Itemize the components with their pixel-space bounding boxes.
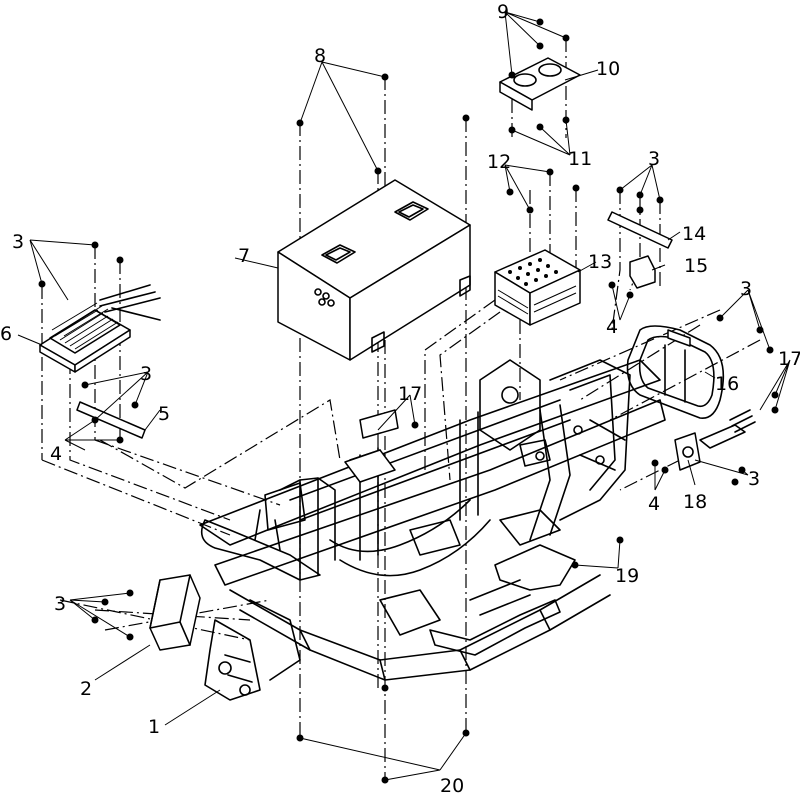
- callout-14: 14: [682, 223, 706, 245]
- part-15: [629, 255, 656, 289]
- callout-17-center: 17: [398, 383, 422, 405]
- callout-5: 5: [158, 403, 170, 425]
- vehicle-frame: [199, 359, 666, 701]
- callout-3-lower-right: 3: [748, 468, 760, 490]
- callout-19: 19: [615, 565, 639, 587]
- battery-box: [277, 179, 471, 361]
- callout-15: 15: [684, 255, 708, 277]
- callout-13: 13: [588, 251, 612, 273]
- leader-lines: [17, 11, 791, 781]
- callout-6: 6: [0, 323, 12, 345]
- callout-4-mid-right: 4: [606, 316, 618, 338]
- callout-3-left: 3: [140, 363, 152, 385]
- callout-7: 7: [238, 245, 250, 267]
- callout-3-bottom-left: 3: [54, 593, 66, 615]
- part-18: [674, 409, 756, 471]
- charger-unit: [39, 284, 161, 373]
- callout-3-top-left: 3: [12, 231, 24, 253]
- bracket-14: [607, 211, 673, 249]
- controller-module: [494, 249, 581, 326]
- bracket-5: [76, 401, 146, 439]
- callout-3-top-right: 3: [648, 148, 660, 170]
- callout-11: 11: [568, 148, 592, 170]
- part-16: [626, 325, 725, 419]
- callout-10: 10: [596, 58, 620, 80]
- callout-12: 12: [487, 151, 511, 173]
- callout-1: 1: [148, 716, 160, 738]
- callout-3-right: 3: [740, 278, 752, 300]
- callout-2: 2: [80, 678, 92, 700]
- callout-4-lower-right: 4: [648, 493, 660, 515]
- callout-18: 18: [683, 491, 707, 513]
- callout-20: 20: [440, 775, 464, 797]
- callout-9: 9: [497, 1, 509, 23]
- part-2: [149, 574, 201, 651]
- callout-8: 8: [314, 45, 326, 67]
- callout-17-right: 17: [778, 348, 800, 370]
- callout-4-left: 4: [50, 443, 62, 465]
- callout-16: 16: [715, 373, 739, 395]
- cup-holder: [499, 57, 581, 111]
- part-17: [344, 409, 399, 483]
